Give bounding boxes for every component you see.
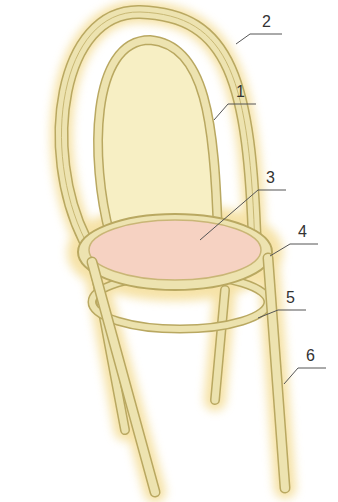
callout-number: 5 bbox=[286, 289, 295, 307]
leader-line bbox=[284, 368, 326, 384]
callout-number: 4 bbox=[298, 223, 307, 241]
leader-line bbox=[200, 190, 286, 240]
callout-number: 6 bbox=[306, 347, 315, 365]
callout-number: 2 bbox=[262, 13, 271, 31]
leader-line bbox=[258, 310, 306, 318]
leader-line bbox=[236, 34, 282, 44]
callout-number: 1 bbox=[236, 83, 245, 101]
callout-number: 3 bbox=[266, 169, 275, 187]
leader-line bbox=[214, 104, 256, 120]
leader-line bbox=[270, 244, 318, 256]
